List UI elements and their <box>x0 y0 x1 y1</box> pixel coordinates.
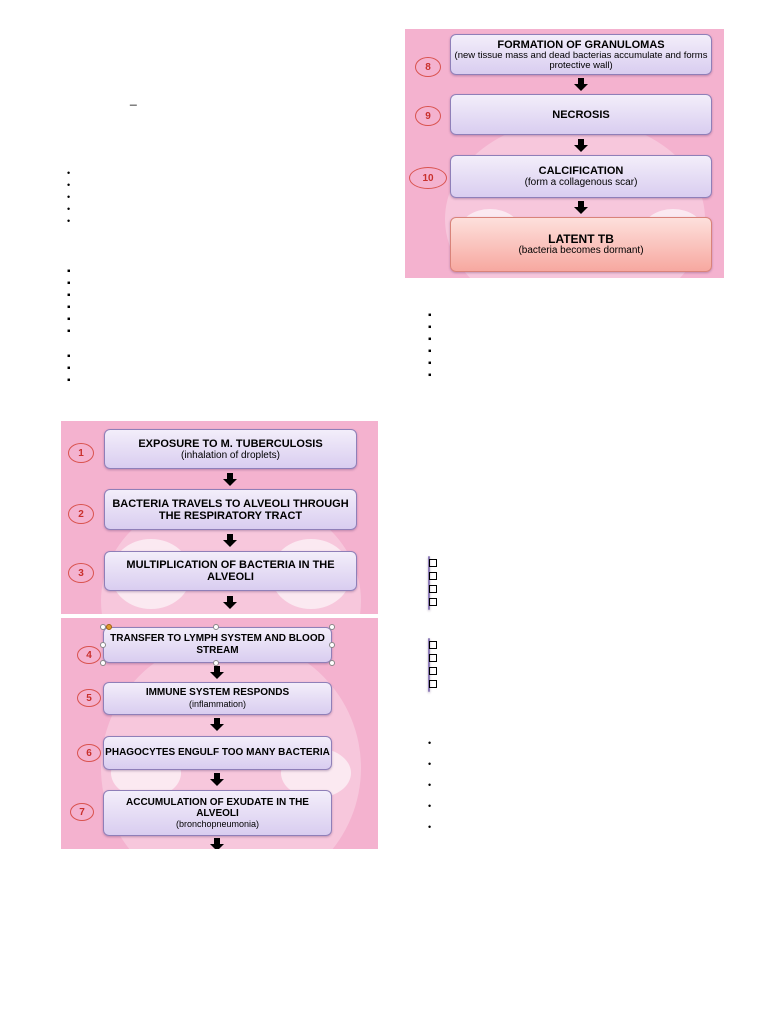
step-number-badge: 7 <box>70 803 94 821</box>
flow-step-box: PHAGOCYTES ENGULF TOO MANY BACTERIA <box>103 736 332 770</box>
step-number-badge: 4 <box>77 646 101 664</box>
step-title: LATENT TB <box>548 232 614 246</box>
resize-handle-icon[interactable] <box>329 660 335 666</box>
flowchart-panel-right: 8 FORMATION OF GRANULOMAS (new tissue ma… <box>405 29 724 278</box>
step-number-badge: 6 <box>77 744 101 762</box>
step-title: PHAGOCYTES ENGULF TOO MANY BACTERIA <box>105 747 330 758</box>
step-number-badge: 5 <box>77 689 101 707</box>
resize-handle-icon[interactable] <box>329 624 335 630</box>
step-title: TRANSFER TO LYMPH SYSTEM AND BLOOD STREA… <box>110 633 325 656</box>
flow-step-box: CALCIFICATION (form a collagenous scar) <box>450 155 712 198</box>
flow-step-box: MULTIPLICATION OF BACTERIA IN THE ALVEOL… <box>104 551 357 591</box>
flow-step-box: EXPOSURE TO M. TUBERCULOSIS (inhalation … <box>104 429 357 469</box>
step-title: EXPOSURE TO M. TUBERCULOSIS <box>138 437 323 450</box>
step-number-badge: 3 <box>68 563 94 583</box>
flow-step-box: BACTERIA TRAVELS TO ALVEOLI THROUGH THE … <box>104 489 357 530</box>
step-number-badge: 2 <box>68 504 94 524</box>
step-title: BACTERIA TRAVELS TO ALVEOLI THROUGH THE … <box>112 497 349 522</box>
checkbox-list-right-b <box>428 638 437 692</box>
flow-step-box: NECROSIS <box>450 94 712 135</box>
step-number-badge: 9 <box>415 106 441 126</box>
step-number-badge: 1 <box>68 443 94 463</box>
flow-step-box: ACCUMULATION OF EXUDATE IN THE ALVEOLI (… <box>103 790 332 836</box>
resize-handle-icon[interactable] <box>100 624 106 630</box>
flow-step-box: FORMATION OF GRANULOMAS (new tissue mass… <box>450 34 712 75</box>
flow-result-box: LATENT TB (bacteria becomes dormant) <box>450 217 712 272</box>
dash-mark: _ <box>130 92 137 106</box>
flow-step-box-selected[interactable]: TRANSFER TO LYMPH SYSTEM AND BLOOD STREA… <box>103 627 332 663</box>
step-title: IMMUNE SYSTEM RESPONDS <box>145 687 290 698</box>
checkbox-list-right-a <box>428 556 437 610</box>
flowchart-panel-left-bottom: 4 TRANSFER TO LYMPH SYSTEM AND BLOOD STR… <box>61 618 378 849</box>
step-subtitle: (inflammation) <box>188 699 246 709</box>
step-subtitle: (bronchopneumonia) <box>175 818 260 829</box>
step-title: ACCUMULATION OF EXUDATE IN THE ALVEOLI <box>126 796 309 819</box>
flowchart-panel-left-top: 1 EXPOSURE TO M. TUBERCULOSIS (inhalatio… <box>61 421 378 614</box>
resize-handle-icon[interactable] <box>100 642 106 648</box>
resize-handle-icon[interactable] <box>329 642 335 648</box>
step-title: NECROSIS <box>552 108 610 121</box>
step-subtitle: (bacteria becomes dormant) <box>518 245 644 256</box>
step-subtitle: (inhalation of droplets) <box>181 449 280 461</box>
step-subtitle: (new tissue mass and dead bacterias accu… <box>454 49 708 71</box>
resize-handle-icon[interactable] <box>100 660 106 666</box>
step-title: FORMATION OF GRANULOMAS <box>497 38 665 51</box>
step-number-badge: 10 <box>409 167 447 189</box>
resize-handle-icon[interactable] <box>213 660 219 666</box>
step-title: CALCIFICATION <box>538 165 624 177</box>
step-subtitle: (form a collagenous scar) <box>524 177 638 188</box>
flow-step-box: IMMUNE SYSTEM RESPONDS (inflammation) <box>103 682 332 715</box>
rotate-handle-icon[interactable] <box>106 624 112 630</box>
step-number-badge: 8 <box>415 57 441 77</box>
resize-handle-icon[interactable] <box>213 624 219 630</box>
step-title: MULTIPLICATION OF BACTERIA IN THE ALVEOL… <box>126 559 335 583</box>
